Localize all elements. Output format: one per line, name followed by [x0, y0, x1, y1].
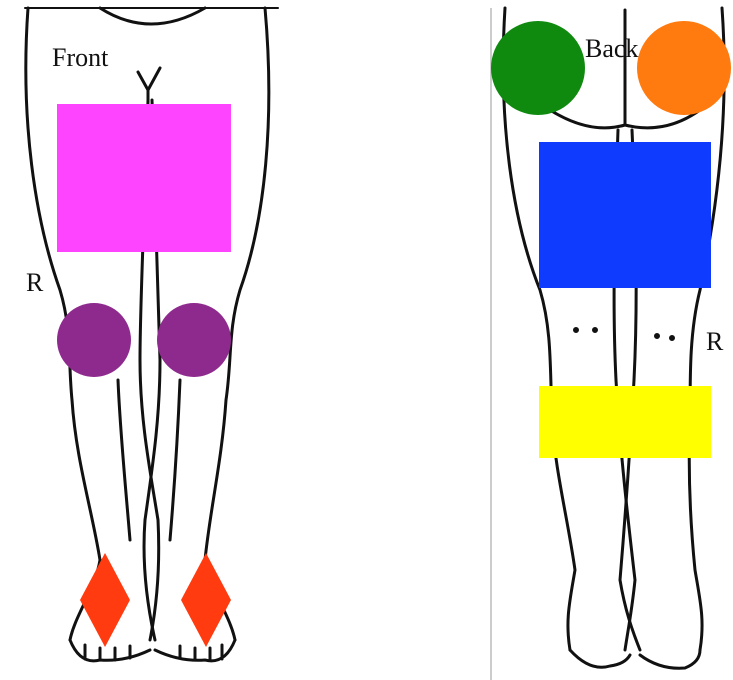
calf-marker	[539, 386, 711, 458]
ankle-right-marker	[181, 553, 231, 647]
back-view-label: Back	[585, 36, 638, 62]
front-side-label: R	[26, 270, 43, 296]
back-side-label: R	[706, 329, 723, 355]
ankle-left-marker	[80, 553, 130, 647]
front-view-label: Front	[52, 45, 108, 71]
buttock-right-marker	[637, 21, 731, 115]
thigh-front-marker	[57, 104, 231, 252]
buttock-left-marker	[491, 21, 585, 115]
hamstring-marker	[539, 142, 711, 288]
knee-left-marker	[57, 303, 131, 377]
knee-right-marker	[157, 303, 231, 377]
